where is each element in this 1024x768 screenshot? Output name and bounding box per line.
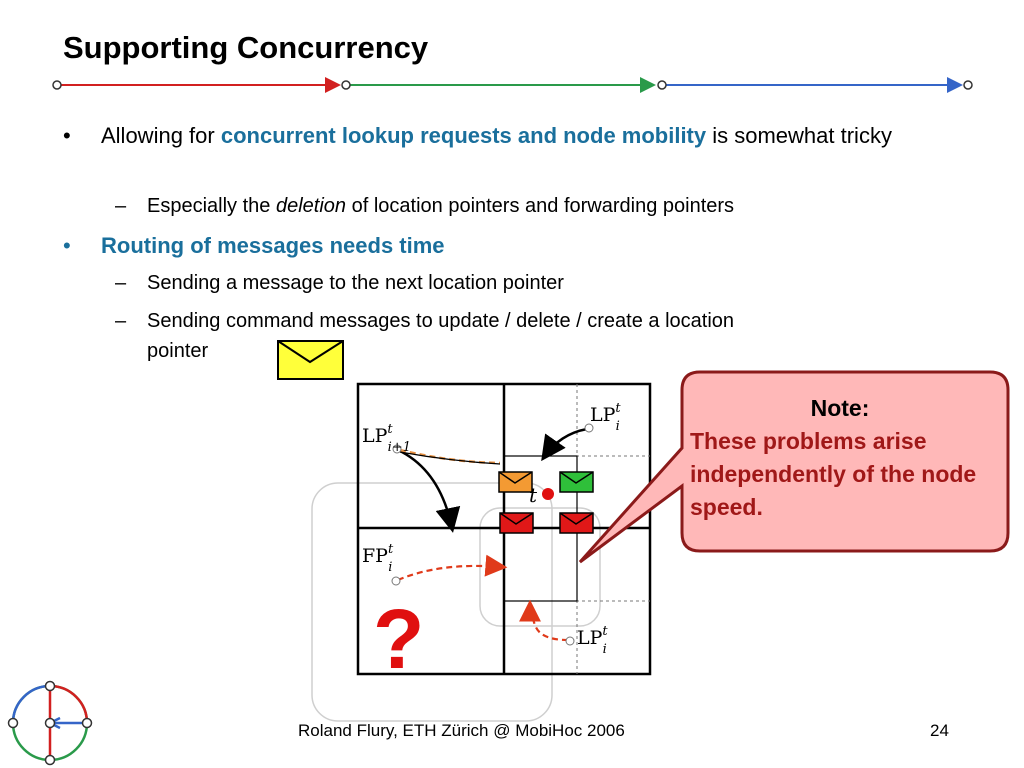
arrow-fp-dashed [397,554,508,582]
arrow-lp-top [541,427,588,462]
label-t: t [529,483,538,507]
arrow-lp-down [397,448,461,533]
footer-author: Roland Flury, ETH Zürich @ MobiHoc 2006 [298,721,625,740]
bullet-list: • Allowing for concurrent lookup request… [63,123,892,362]
highlight-text: concurrent lookup requests and node mobi… [220,123,707,148]
envelope-icon-orange [498,471,533,493]
envelope-icon-red-right [559,512,594,534]
envelope-icon-green [559,471,594,493]
page-number: 24 [930,721,949,740]
envelope-icon-yellow [277,340,344,380]
slide-title: Supporting Concurrency [63,30,429,65]
question-mark: ? [373,592,424,686]
envelope-icon-red-left [499,512,534,534]
note-body: These problems arise independently of th… [690,428,977,520]
region-outline-large [311,482,553,722]
note-heading: Note: [810,395,870,421]
node-t-dot [542,488,554,500]
arrow-lp-bottom-dashed [519,599,569,642]
note-text: Note: These problems arise independently… [690,392,1000,524]
institute-logo [7,680,93,766]
title-rule [52,77,973,93]
